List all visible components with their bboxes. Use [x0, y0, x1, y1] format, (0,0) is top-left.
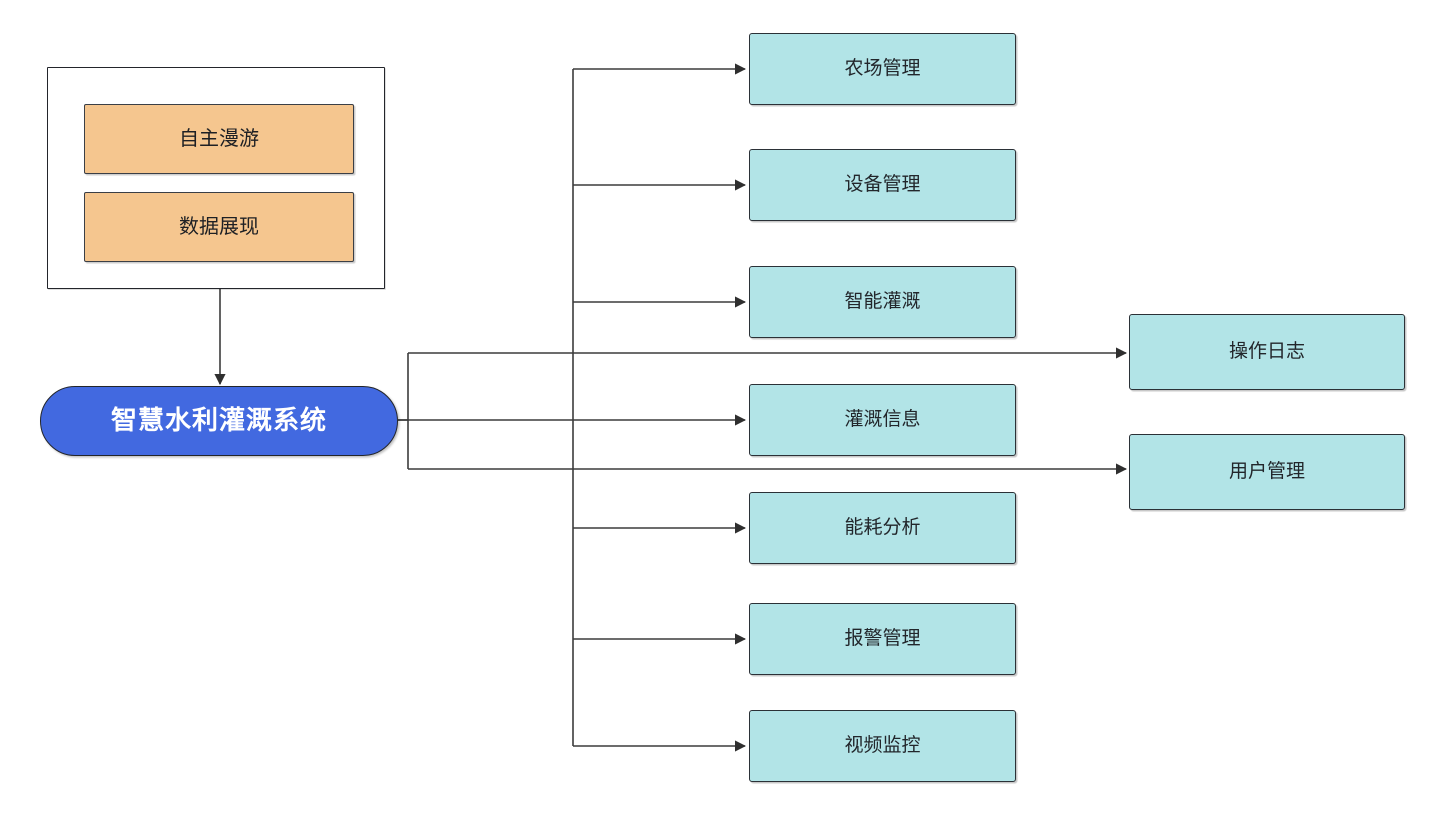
- module-box-operation-log[interactable]: 操作日志: [1129, 314, 1405, 390]
- module-box-irrigation-info[interactable]: 灌溉信息: [749, 384, 1016, 456]
- subprocess-box-autonomous-roaming[interactable]: 自主漫游: [84, 104, 354, 174]
- module-box-alarm-management[interactable]: 报警管理: [749, 603, 1016, 675]
- module-box-device-management[interactable]: 设备管理: [749, 149, 1016, 221]
- module-label: 农场管理: [844, 57, 921, 79]
- root-node-label: 智慧水利灌溉系统: [110, 405, 327, 436]
- module-label: 设备管理: [844, 173, 921, 195]
- module-box-user-management[interactable]: 用户管理: [1129, 434, 1405, 510]
- module-box-farm-management[interactable]: 农场管理: [749, 33, 1016, 105]
- module-box-video-surveillance[interactable]: 视频监控: [749, 710, 1016, 782]
- module-label: 灌溉信息: [844, 408, 921, 430]
- root-node-smart-irrigation-system[interactable]: 智慧水利灌溉系统: [40, 386, 398, 456]
- module-label: 视频监控: [844, 734, 921, 756]
- module-box-smart-irrigation[interactable]: 智能灌溉: [749, 266, 1016, 338]
- module-label: 智能灌溉: [844, 290, 921, 312]
- module-box-energy-analysis[interactable]: 能耗分析: [749, 492, 1016, 564]
- module-label: 操作日志: [1228, 340, 1305, 362]
- subprocess-label: 数据展现: [179, 216, 259, 238]
- module-label: 能耗分析: [844, 516, 921, 538]
- subprocess-label: 自主漫游: [179, 128, 259, 150]
- subprocess-box-data-display[interactable]: 数据展现: [84, 192, 354, 262]
- module-label: 用户管理: [1228, 460, 1305, 482]
- module-label: 报警管理: [844, 627, 921, 649]
